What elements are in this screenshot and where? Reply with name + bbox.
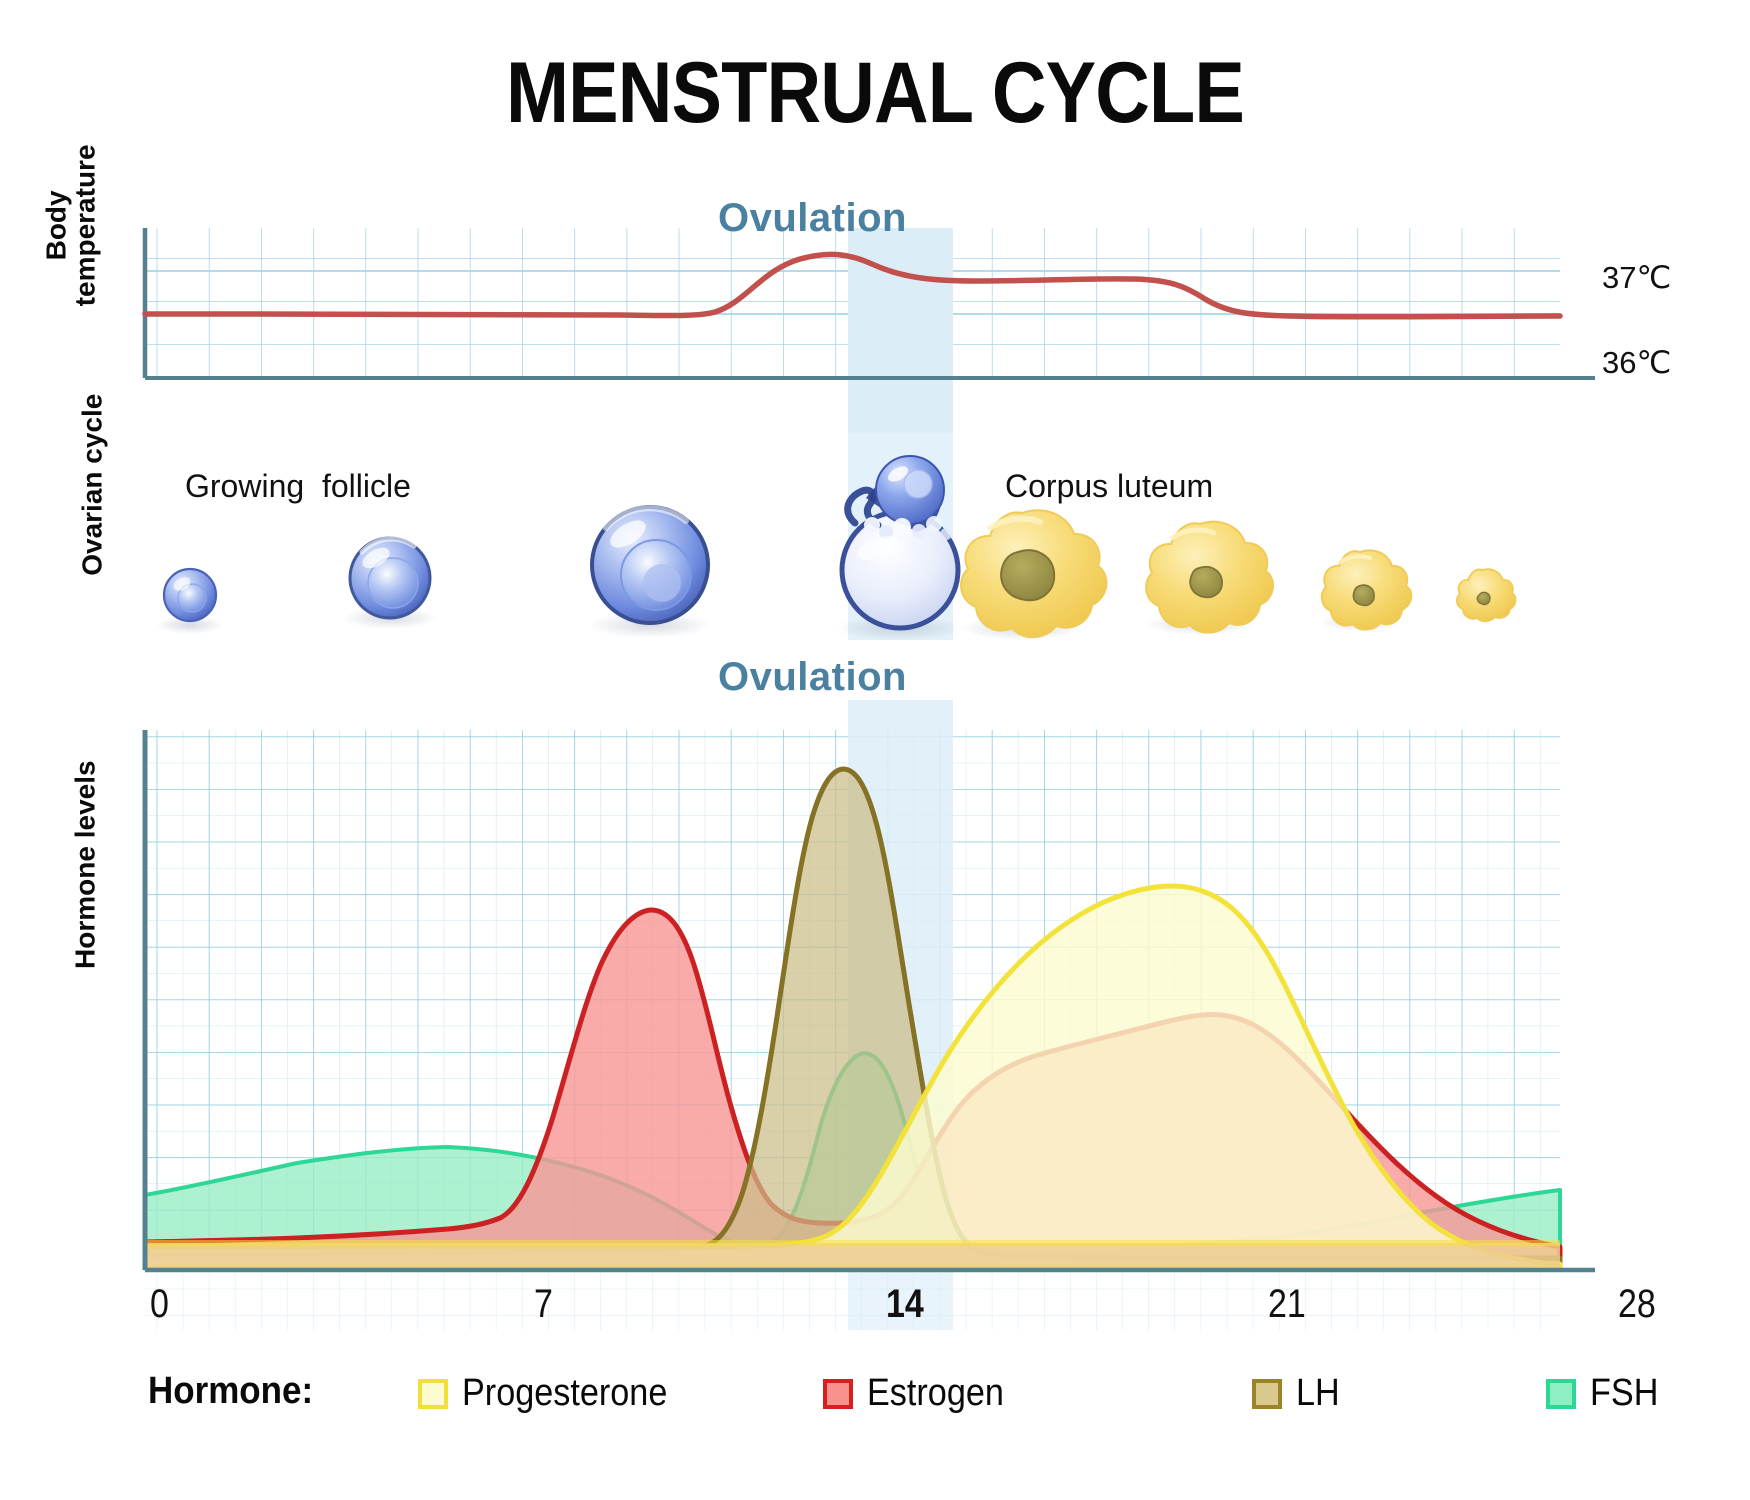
ovarian-stage-corpus-albicans (1456, 568, 1517, 623)
ovarian-stage-secondary-follicle (588, 505, 712, 638)
legend-item-lh[interactable]: LH (1252, 1372, 1345, 1415)
hormone-chart (142, 700, 1595, 1330)
xaxis-tick-28: 28 (1618, 1282, 1656, 1326)
ovarian-stage-corpus-luteum-2 (1145, 520, 1275, 635)
legend-label-lh: LH (1296, 1372, 1340, 1414)
growing-follicle-caption: Growing follicle (185, 468, 411, 504)
xaxis-tick-0: 0 (150, 1282, 169, 1326)
temperature-tick-36: 36℃ (1602, 345, 1672, 380)
ovarian-stage-corpus-luteum-1 (960, 509, 1108, 640)
ovarian-stage-corpus-luteum-3 (1320, 549, 1413, 631)
hormone-baseline-band (145, 1243, 1560, 1268)
xaxis-tick-7: 7 (534, 1282, 553, 1326)
hormone-levels-axis-label: Hormone levels (69, 760, 101, 969)
legend-swatch-progesterone (418, 1378, 448, 1409)
page-title: MENSTRUAL CYCLE (505, 45, 1245, 141)
temperature-chart (142, 228, 1595, 433)
legend-title: Hormone: (148, 1370, 314, 1412)
legend-item-estrogen[interactable]: Estrogen (823, 1372, 1019, 1415)
ovarian-stage-ovulating-follicle (836, 455, 964, 641)
ovulation-label-top: Ovulation (718, 196, 907, 240)
legend-item-progesterone[interactable]: Progesterone (418, 1372, 690, 1415)
hormone-legend: Hormone: Progesterone Estrogen LH FSH (0, 1366, 1750, 1436)
body-temperature-axis-label: Body temperature (40, 144, 101, 307)
xaxis-tick-14: 14 (886, 1282, 924, 1326)
legend-label-fsh: FSH (1590, 1372, 1659, 1414)
xaxis-tick-21: 21 (1268, 1282, 1306, 1326)
legend-item-fsh[interactable]: FSH (1546, 1372, 1666, 1415)
legend-label-estrogen: Estrogen (867, 1372, 1004, 1414)
legend-label-progesterone: Progesterone (462, 1372, 668, 1414)
temperature-tick-37: 37℃ (1602, 260, 1672, 295)
ovarian-cycle-panel (156, 433, 1517, 641)
ovarian-stage-primary-follicle (342, 536, 438, 629)
legend-swatch-fsh (1546, 1378, 1576, 1409)
legend-swatch-lh (1252, 1378, 1282, 1409)
ovarian-cycle-axis-label: Ovarian cycle (76, 393, 108, 576)
body-temperature-curve (142, 251, 1563, 320)
corpus-luteum-caption: Corpus luteum (1005, 468, 1214, 504)
legend-swatch-estrogen (823, 1378, 853, 1409)
ovarian-stage-primordial-follicle (156, 567, 224, 634)
ovulation-label-bottom: Ovulation (718, 655, 907, 699)
